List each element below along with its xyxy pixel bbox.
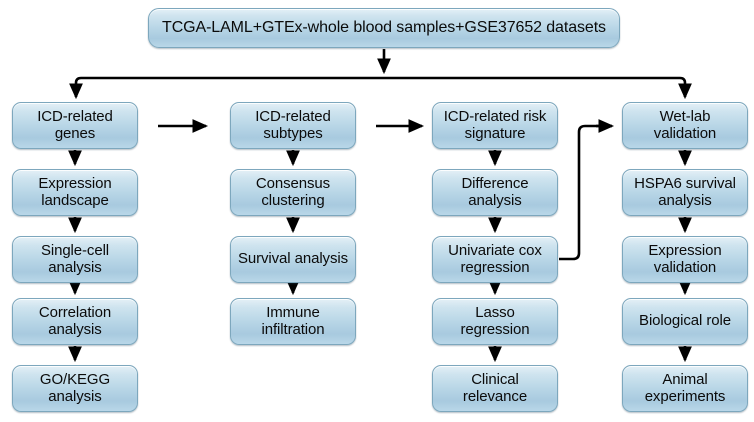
top-split-bracket [69,76,692,100]
node-immune-infiltration-label: Immune infiltration [261,303,325,338]
node-hspa6-survival-analysis-label: HSPA6 survival analysis [634,174,736,209]
node-univariate-cox-regression: Univariate cox regression [432,236,558,283]
node-wet-lab-validation-label: Wet-lab validation [653,107,717,142]
node-consensus-clustering-label: Consensus clustering [255,174,331,209]
node-icd-related-subtypes: ICD-related subtypes [230,102,356,149]
node-biological-role: Biological role [622,298,748,345]
node-immune-infiltration: Immune infiltration [230,298,356,345]
node-icd-related-risk-signature-label: ICD-related risk signature [443,107,547,142]
node-wet-lab-validation: Wet-lab validation [622,102,748,149]
node-expression-validation-label: Expression validation [648,241,722,276]
node-single-cell-analysis-label: Single-cell analysis [40,241,110,276]
node-animal-experiments: Animal experiments [622,365,748,412]
node-animal-experiments-label: Animal experiments [644,370,726,405]
node-clinical-relevance: Clinical relevance [432,365,558,412]
univariate-cox-to-wet-lab-elbow [559,119,615,261]
node-survival-analysis: Survival analysis [230,236,356,283]
node-go-kegg-analysis-label: GO/KEGG analysis [39,370,111,405]
node-univariate-cox-regression-label: Univariate cox regression [448,241,542,276]
node-expression-validation: Expression validation [622,236,748,283]
node-single-cell-analysis: Single-cell analysis [12,236,138,283]
node-go-kegg-analysis: GO/KEGG analysis [12,365,138,412]
node-difference-analysis-label: Difference analysis [461,174,529,209]
node-icd-related-risk-signature: ICD-related risk signature [432,102,558,149]
node-consensus-clustering: Consensus clustering [230,169,356,216]
node-icd-related-genes: ICD-related genes [12,102,138,149]
node-hspa6-survival-analysis: HSPA6 survival analysis [622,169,748,216]
node-icd-related-genes-label: ICD-related genes [37,107,113,142]
node-difference-analysis: Difference analysis [432,169,558,216]
node-correlation-analysis-label: Correlation analysis [38,303,112,338]
node-biological-role-label: Biological role [639,312,731,330]
node-clinical-relevance-label: Clinical relevance [462,370,528,405]
title-box-label: TCGA-LAML+GTEx-whole blood samples+GSE37… [162,19,606,37]
node-survival-analysis-label: Survival analysis [237,250,348,268]
title-box-datasets: TCGA-LAML+GTEx-whole blood samples+GSE37… [148,8,620,48]
node-lasso-regression: Lasso regression [432,298,558,345]
node-icd-related-subtypes-label: ICD-related subtypes [255,107,331,142]
node-lasso-regression-label: Lasso regression [460,303,530,338]
node-correlation-analysis: Correlation analysis [12,298,138,345]
node-expression-landscape-label: Expression landscape [38,174,112,209]
node-expression-landscape: Expression landscape [12,169,138,216]
